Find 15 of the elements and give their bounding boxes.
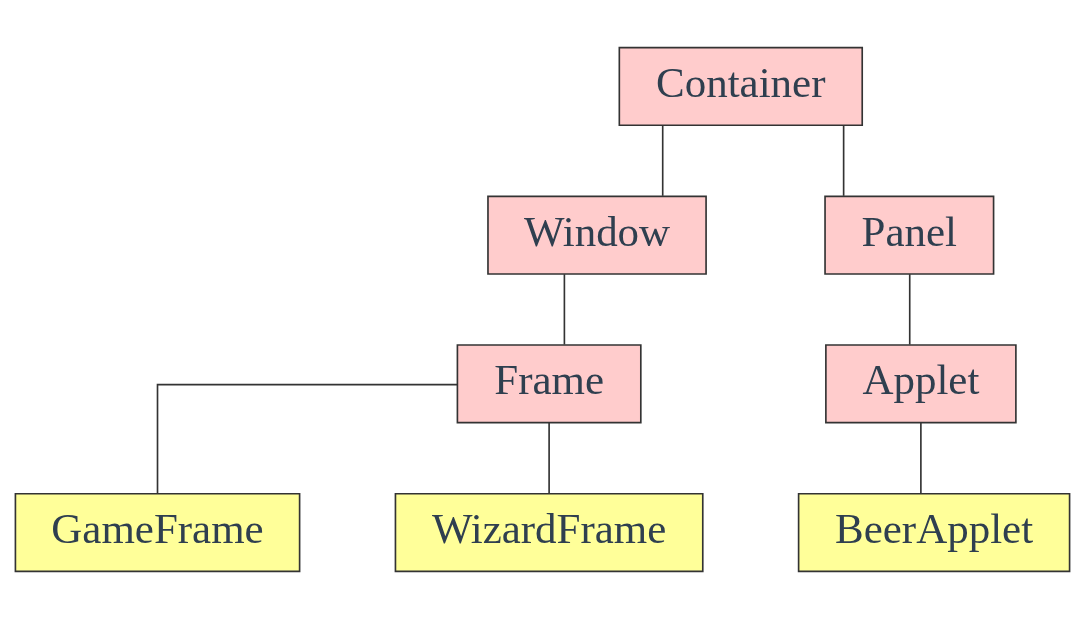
- node-box: GameFrame: [14, 492, 301, 572]
- connector: [661, 124, 664, 197]
- connector: [842, 124, 845, 197]
- node-box: Frame: [456, 343, 642, 423]
- node-box: BeerApplet: [797, 492, 1071, 572]
- node-box: Applet: [825, 343, 1017, 423]
- connector: [563, 272, 566, 345]
- connector: [920, 421, 922, 494]
- node-box: WizardFrame: [394, 492, 704, 572]
- node-box: Container: [618, 46, 864, 126]
- connector: [908, 272, 911, 345]
- connector: [156, 383, 459, 495]
- node-box: Window: [487, 195, 707, 275]
- connector: [548, 421, 550, 494]
- node-box: Panel: [824, 195, 995, 275]
